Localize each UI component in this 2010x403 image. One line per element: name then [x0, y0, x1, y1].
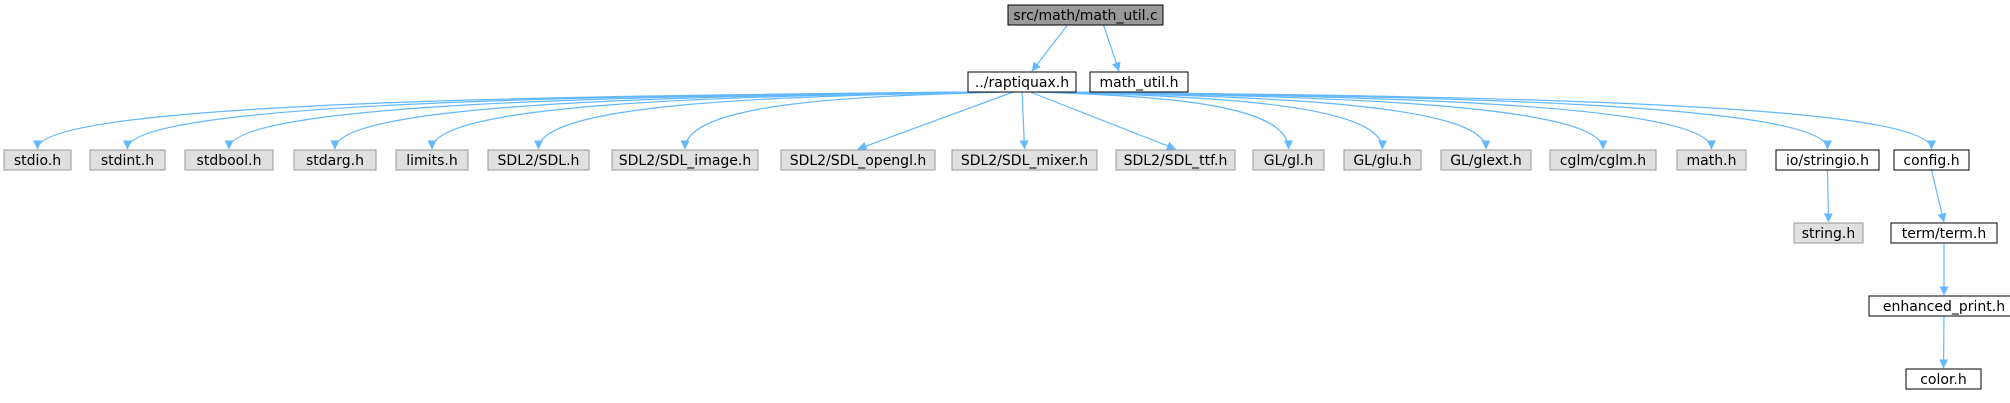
node-label: GL/glext.h [1450, 153, 1522, 169]
node-label: GL/glu.h [1353, 153, 1411, 169]
header-node-math-util-h[interactable]: math_util.h [1089, 71, 1189, 93]
node-label: SDL2/SDL_opengl.h [790, 153, 927, 169]
header-node-gl[interactable]: GL/gl.h [1252, 149, 1325, 171]
node-box [611, 149, 759, 171]
node-label: stdio.h [14, 153, 61, 169]
header-node-sdl-image[interactable]: SDL2/SDL_image.h [611, 149, 759, 171]
node-label: stdbool.h [197, 153, 262, 169]
node-box [1440, 149, 1532, 171]
include-edge-raptiquax-to-config [1069, 91, 1936, 150]
include-edge-raptiquax-to-limits [427, 91, 991, 150]
node-box [1089, 71, 1189, 93]
node-label: stdarg.h [306, 153, 364, 169]
node-box [395, 149, 469, 171]
include-edge-enhanced-print-to-color [1939, 315, 1949, 369]
node-layer: src/math/math_util.c ../raptiquax.h math_u… [3, 4, 2010, 390]
node-box [1343, 149, 1422, 171]
node-box [780, 149, 936, 171]
header-node-glu[interactable]: GL/glu.h [1343, 149, 1422, 171]
node-box [1793, 222, 1864, 244]
include-edge-config-to-term [1930, 169, 1947, 223]
header-node-sdl-mixer[interactable]: SDL2/SDL_mixer.h [951, 149, 1098, 171]
node-label: color.h [1920, 372, 1967, 388]
node-box [967, 71, 1077, 93]
header-node-color[interactable]: color.h [1905, 368, 1982, 390]
include-edge-raptiquax-to-cglm [1052, 91, 1608, 150]
node-label: config.h [1903, 153, 1959, 169]
include-edge-raptiquax-to-sdl-mixer [1019, 91, 1029, 150]
header-node-string[interactable]: string.h [1793, 222, 1864, 244]
header-node-stdarg[interactable]: stdarg.h [293, 149, 377, 171]
node-label: limits.h [406, 153, 457, 169]
include-edge-raptiquax-to-sdl-ttf [1029, 91, 1176, 151]
node-label: SDL2/SDL.h [498, 153, 580, 169]
node-label: stdint.h [101, 153, 154, 169]
node-label: SDL2/SDL_image.h [619, 153, 752, 169]
root-file-node[interactable]: src/math/math_util.c [1007, 4, 1164, 26]
header-node-stdint[interactable]: stdint.h [89, 149, 166, 171]
node-box [1676, 149, 1747, 171]
node-label: ../raptiquax.h [975, 75, 1069, 91]
node-box [1890, 222, 1998, 244]
node-box [3, 149, 72, 171]
node-box [1905, 368, 1982, 390]
header-node-glext[interactable]: GL/glext.h [1440, 149, 1532, 171]
include-edge-raptiquax-to-sdl [534, 91, 997, 150]
header-node-limits[interactable]: limits.h [395, 149, 469, 171]
node-box [951, 149, 1098, 171]
node-box [1252, 149, 1325, 171]
node-label: GL/gl.h [1264, 153, 1313, 169]
header-node-stringio[interactable]: io/stringio.h [1775, 149, 1880, 171]
header-node-sdl[interactable]: SDL2/SDL.h [487, 149, 590, 171]
header-node-sdl-opengl[interactable]: SDL2/SDL_opengl.h [780, 149, 936, 171]
header-node-term[interactable]: term/term.h [1890, 222, 1998, 244]
header-node-sdl-ttf[interactable]: SDL2/SDL_ttf.h [1115, 149, 1236, 171]
node-box [487, 149, 590, 171]
node-label: src/math/math_util.c [1013, 8, 1157, 24]
node-label: enhanced_print.h [1883, 299, 2005, 315]
header-node-enhanced-print[interactable]: enhanced_print.h [1868, 295, 2010, 317]
node-label: io/stringio.h [1786, 153, 1869, 169]
include-edge-stringio-to-string [1823, 169, 1833, 223]
node-box [1007, 4, 1164, 26]
include-edge-root-to-math-util-h [1102, 24, 1121, 72]
include-edge-raptiquax-to-gl [1036, 91, 1293, 150]
node-label: term/term.h [1902, 226, 1987, 242]
node-box [1775, 149, 1880, 171]
include-edge-raptiquax-to-sdl-image [680, 91, 1005, 150]
header-node-math[interactable]: math.h [1676, 149, 1747, 171]
include-edge-raptiquax-to-sdl-opengl [857, 91, 1014, 151]
node-label: math_util.h [1099, 75, 1178, 91]
include-edge-raptiquax-to-stdbool [224, 91, 980, 150]
node-box [1549, 149, 1657, 171]
node-box [1115, 149, 1236, 171]
node-box [184, 149, 274, 171]
node-box [293, 149, 377, 171]
header-node-cglm[interactable]: cglm/cglm.h [1549, 149, 1657, 171]
header-node-stdio[interactable]: stdio.h [3, 149, 72, 171]
node-label: SDL2/SDL_ttf.h [1124, 153, 1228, 169]
include-edge-raptiquax-to-math [1058, 91, 1716, 150]
node-label: cglm/cglm.h [1560, 153, 1646, 169]
edge-layer [33, 24, 1949, 369]
node-label: SDL2/SDL_mixer.h [961, 153, 1088, 169]
node-box [1868, 295, 2010, 317]
include-edge-raptiquax-to-stdarg [330, 91, 986, 150]
node-label: string.h [1802, 226, 1856, 242]
node-label: math.h [1687, 153, 1737, 169]
header-node-stdbool[interactable]: stdbool.h [184, 149, 274, 171]
header-node-config[interactable]: config.h [1893, 149, 1970, 171]
header-node-raptiquax[interactable]: ../raptiquax.h [967, 71, 1077, 93]
node-box [89, 149, 166, 171]
include-edge-root-to-raptiquax [1031, 24, 1068, 72]
include-edge-raptiquax-to-glu [1041, 91, 1387, 150]
node-box [1893, 149, 1970, 171]
